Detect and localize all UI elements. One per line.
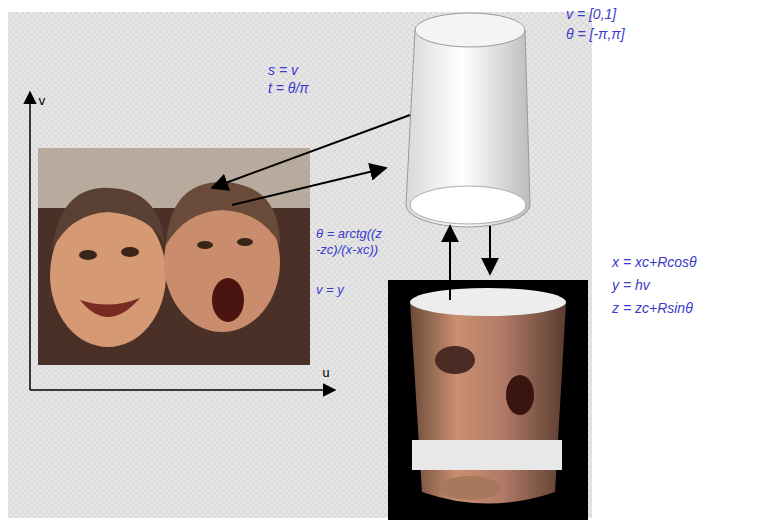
- range-label: v = [0,1]: [566, 6, 616, 23]
- axis-label: u: [322, 364, 330, 381]
- u-axis: [30, 389, 335, 391]
- formula-label: x = xc+Rcosθ: [612, 254, 697, 271]
- formula-label: y = hv: [612, 277, 650, 294]
- formula-label: v = y: [316, 282, 386, 298]
- mapped-cylinder: [388, 280, 588, 520]
- range-label: θ = [-π,π]: [566, 26, 625, 43]
- cylinder: [406, 13, 530, 227]
- axis-label: v: [38, 92, 46, 109]
- formula-label: s = v: [268, 62, 298, 79]
- formula-label: t = θ/π: [268, 80, 309, 97]
- mapping-arrows: [212, 115, 490, 300]
- formula-label: θ = arctg((z-zc)/(x-xc)): [316, 226, 386, 258]
- background-panel: [8, 12, 592, 518]
- v-axis: [29, 92, 31, 390]
- photo: [38, 148, 310, 365]
- formula-label: z = zc+Rsinθ: [612, 300, 693, 317]
